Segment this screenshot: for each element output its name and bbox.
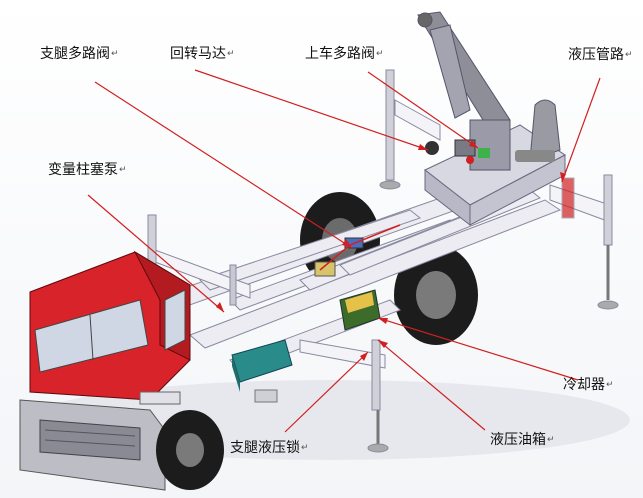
return-mark: ↵: [301, 443, 309, 453]
crane-boom: [417, 11, 511, 171]
label-slewing-motor: 回转马达↵: [170, 46, 235, 62]
hydraulic-tank: [231, 339, 293, 392]
return-mark: ↵: [227, 49, 235, 59]
leader-arrowheads: [216, 140, 566, 361]
label-text: 液压油箱: [490, 432, 546, 448]
return-mark: ↵: [119, 165, 127, 175]
label-variable-pump: 变量柱塞泵↵: [48, 162, 127, 178]
leader-variable-pump: [87, 194, 225, 313]
return-mark: ↵: [606, 380, 614, 390]
label-outrigger-lock: 支腿液压锁↵: [230, 440, 309, 456]
rear-outriggers: [379, 69, 619, 310]
label-text: 冷却器: [563, 377, 605, 393]
label-text: 支腿多路阀: [40, 46, 110, 62]
leader-cooler: [377, 317, 579, 381]
return-mark: ↵: [376, 49, 384, 59]
label-text: 回转马达: [170, 46, 226, 62]
leader-hydraulic-tank: [377, 339, 486, 431]
truck-cab: [19, 250, 191, 491]
leader-outrigger-lock: [284, 351, 369, 433]
label-outrigger-valve: 支腿多路阀↵: [40, 46, 119, 62]
label-hydraulic-pipe: 液压管路↵: [568, 47, 633, 63]
label-hydraulic-tank: 液压油箱↵: [490, 432, 555, 448]
front-wheel: [156, 410, 224, 490]
label-upper-valve: 上车多路阀↵: [305, 46, 384, 62]
operator-seat: [515, 99, 561, 162]
label-cooler: 冷却器↵: [563, 377, 614, 393]
label-text: 支腿液压锁: [230, 440, 300, 456]
leader-upper-valve: [367, 71, 479, 149]
leader-outrigger-valve: [94, 81, 353, 249]
return-mark: ↵: [625, 50, 633, 60]
cooler: [339, 289, 381, 331]
label-text: 液压管路: [568, 47, 624, 63]
label-text: 变量柱塞泵: [48, 162, 118, 178]
return-mark: ↵: [111, 49, 119, 59]
return-mark: ↵: [547, 435, 555, 445]
leader-lines: [87, 69, 601, 433]
label-text: 上车多路阀: [305, 46, 375, 62]
leader-hydraulic-pipe: [561, 77, 601, 183]
front-outriggers: [147, 214, 389, 453]
leader-slewing-motor: [194, 69, 429, 151]
